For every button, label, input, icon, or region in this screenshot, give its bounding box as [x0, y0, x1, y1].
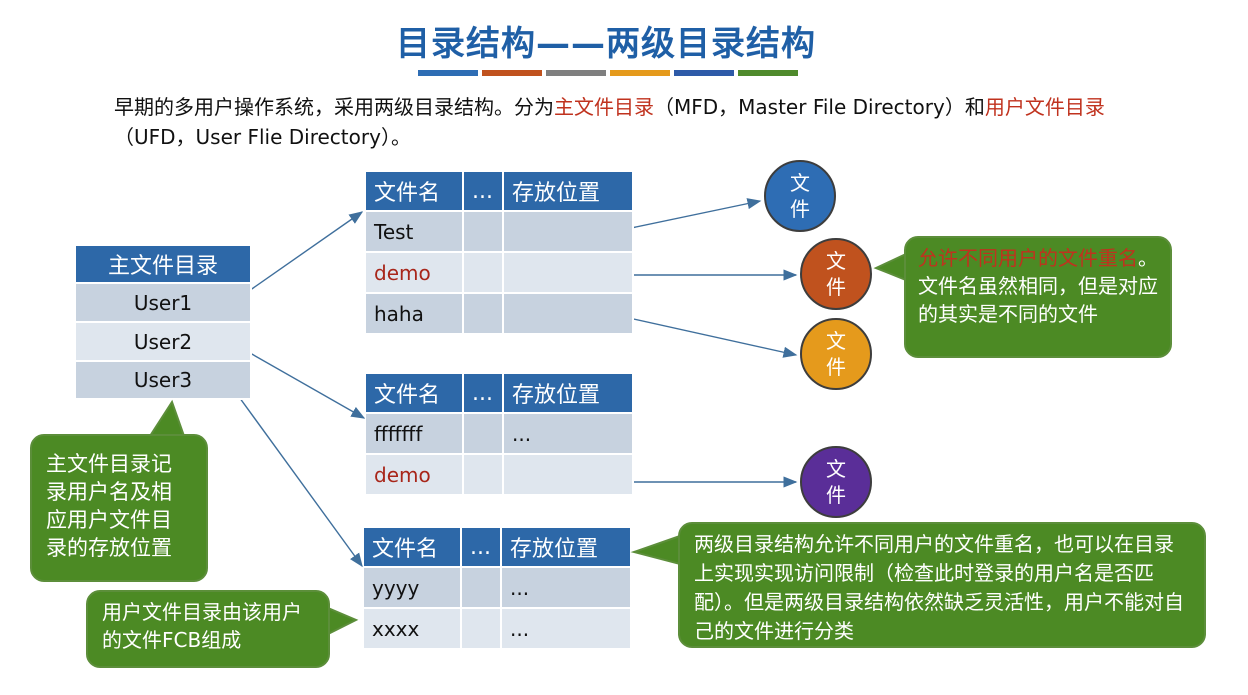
file-circle-3-label: 文件	[826, 329, 846, 379]
file-circle-2: 文件	[800, 238, 872, 310]
ufd3-header-name: 文件名	[364, 528, 462, 568]
mfd-row-user1: User1	[76, 284, 252, 323]
ufd2-header-location: 存放位置	[504, 374, 634, 414]
file-circle-4: 文件	[800, 446, 872, 518]
callout-ufd-pointer	[327, 606, 359, 636]
ufd3-row2-more	[462, 609, 502, 650]
ufd1-row1-location	[504, 212, 634, 253]
ufd1-row3-name: haha	[366, 294, 464, 335]
intro-text-3: （UFD，User Flie Directory）。	[114, 125, 411, 149]
ufd2-row1-more	[464, 414, 504, 455]
title-bar-5	[674, 70, 734, 76]
ufd1-row1-name: Test	[366, 212, 464, 253]
ufd1-row2-name: demo	[366, 253, 464, 294]
file-circle-2-label: 文件	[826, 249, 846, 299]
ufd1-row1-more	[464, 212, 504, 253]
callout-same-name-text: 。文件名虽然相同，但是对应的其实是不同的文件	[918, 246, 1158, 326]
ufd1-header-name: 文件名	[366, 172, 464, 212]
ufd1-header-location: 存放位置	[504, 172, 634, 212]
callout-summary-pointer	[630, 534, 681, 566]
intro-mfd-term: 主文件目录	[554, 95, 654, 119]
title-bar-4	[610, 70, 670, 76]
ufd2-row1-name: fffffff	[366, 414, 464, 455]
ufd2-header-more: ...	[464, 374, 504, 414]
callout-same-name-highlight: 允许不同用户的文件重名	[918, 246, 1138, 270]
ufd3-header-more: ...	[462, 528, 502, 568]
ufd2-row1-location: ...	[504, 414, 634, 455]
callout-same-name: 允许不同用户的文件重名。文件名虽然相同，但是对应的其实是不同的文件	[904, 236, 1172, 358]
title-bar-1	[418, 70, 478, 76]
ufd2-row2-more	[464, 455, 504, 496]
file-circle-4-label: 文件	[826, 457, 846, 507]
callout-ufd-note: 用户文件目录由该用户的文件FCB组成	[86, 590, 330, 668]
intro-text-1: 早期的多用户操作系统，采用两级目录结构。分为	[114, 95, 554, 119]
file-circle-1-label: 文件	[790, 171, 810, 221]
title-bar-2	[482, 70, 542, 76]
ufd3-row1-more	[462, 568, 502, 609]
callout-mfd-pointer	[148, 399, 186, 437]
arrow-user2-to-ufd2	[235, 344, 366, 419]
ufd1-row2-more	[464, 253, 504, 294]
ufd3-row1-name: yyyy	[364, 568, 462, 609]
intro-paragraph: 早期的多用户操作系统，采用两级目录结构。分为主文件目录（MFD，Master F…	[114, 92, 1174, 152]
page-title: 目录结构——两级目录结构	[396, 24, 816, 64]
title-bar-6	[738, 70, 798, 76]
ufd2-header-name: 文件名	[366, 374, 464, 414]
file-circle-1: 文件	[764, 160, 836, 232]
ufd2-row2-location	[504, 455, 634, 496]
callout-mfd-note: 主文件目录记录用户名及相应用户文件目录的存放位置	[30, 434, 208, 582]
ufd1-header-more: ...	[464, 172, 504, 212]
mfd-row-user3: User3	[76, 362, 252, 400]
file-circle-3: 文件	[800, 318, 872, 390]
ufd3-row2-location: ...	[502, 609, 632, 650]
ufd3-row2-name: xxxx	[364, 609, 462, 650]
intro-ufd-term: 用户文件目录	[984, 95, 1105, 119]
callout-summary: 两级目录结构允许不同用户的文件重名，也可以在目录上实现实现访问限制（检查此时登录…	[678, 522, 1206, 648]
arrow-user3-to-ufd3	[233, 389, 363, 568]
intro-text-2: （MFD，Master File Directory）和	[654, 95, 985, 119]
callout-same-name-pointer	[873, 252, 907, 282]
ufd3-header-location: 存放位置	[502, 528, 632, 568]
ufd1-row2-location	[504, 253, 634, 294]
ufd1-row3-more	[464, 294, 504, 335]
arrow-user1-to-ufd1	[235, 211, 364, 301]
mfd-header: 主文件目录	[76, 246, 252, 284]
arrow-haha-to-file3	[619, 315, 798, 358]
title-bar-3	[546, 70, 606, 76]
ufd2-row2-name: demo	[366, 455, 464, 496]
arrow-test-to-file1	[611, 198, 762, 233]
ufd1-row3-location	[504, 294, 634, 335]
ufd3-row1-location: ...	[502, 568, 632, 609]
mfd-row-user2: User2	[76, 323, 252, 362]
